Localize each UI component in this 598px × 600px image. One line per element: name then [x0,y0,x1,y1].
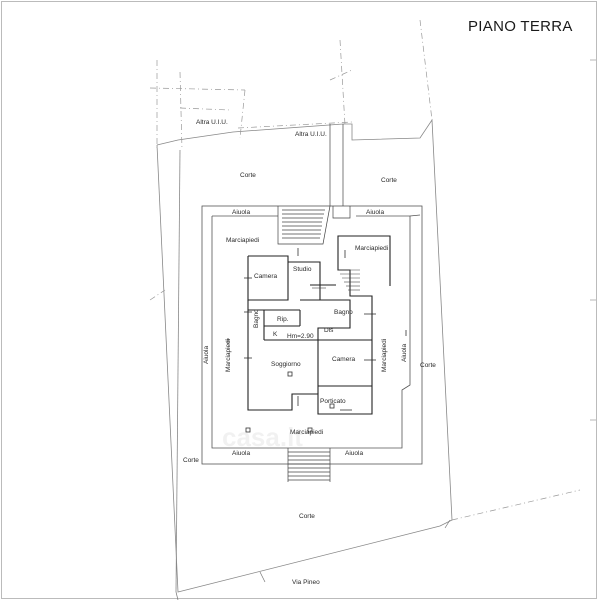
label-corte-sw: Corte [183,457,199,464]
label-camera-1: Camera [254,273,278,280]
watermark: casa.it [222,422,303,452]
label-marciapiedi-e: Marciapiedi [381,338,388,372]
label-height: Hm=2.90 [287,333,314,340]
south-stairs [287,448,331,482]
window-markers [227,248,407,433]
label-marciapiedi-w: Marciapiedi [225,338,232,372]
label-aiuola-w: Aiuola [203,345,210,364]
label-corte-nw: Corte [240,172,256,179]
label-altra-uiu-2: Altra U.I.U. [295,131,327,138]
label-porticato: Porticato [320,398,346,405]
label-corte-e: Corte [420,362,436,369]
neighbour-boundaries [149,19,596,521]
label-marciapiedi-nw: Marciapiedi [226,237,260,244]
label-rip: Rip. [277,316,289,323]
label-aiuola-n-left: Aiuola [232,209,251,216]
label-corte-s: Corte [299,513,315,520]
lot-boundary [156,118,453,593]
label-studio: Studio [293,266,312,273]
label-bagno-1: Bagno [253,309,260,328]
north-stairs [277,124,351,245]
label-marciapiedi-s: Marciapiedi [290,429,324,436]
label-street: Via Pineo [292,579,320,586]
label-k: K [273,331,278,338]
label-aiuola-n-right: Aiuola [366,209,385,216]
label-aiuola-s-left: Aiuola [232,450,251,457]
label-marciapiedi-ne: Marciapiedi [355,245,389,252]
label-aiuola-e: Aiuola [401,343,408,362]
road-edge [175,519,451,600]
label-bagno-2: Bagno [334,309,353,316]
house-walls [247,235,391,415]
label-corte-ne: Corte [381,177,397,184]
label-altra-uiu-1: Altra U.I.U. [196,119,228,126]
label-soggiorno: Soggiorno [271,361,301,368]
label-dis: Dis [324,327,334,334]
drawing-title: PIANO TERRA [468,18,573,35]
label-camera-2: Camera [332,356,356,363]
label-aiuola-s-right: Aiuola [345,450,364,457]
interior-stairs [312,269,360,291]
